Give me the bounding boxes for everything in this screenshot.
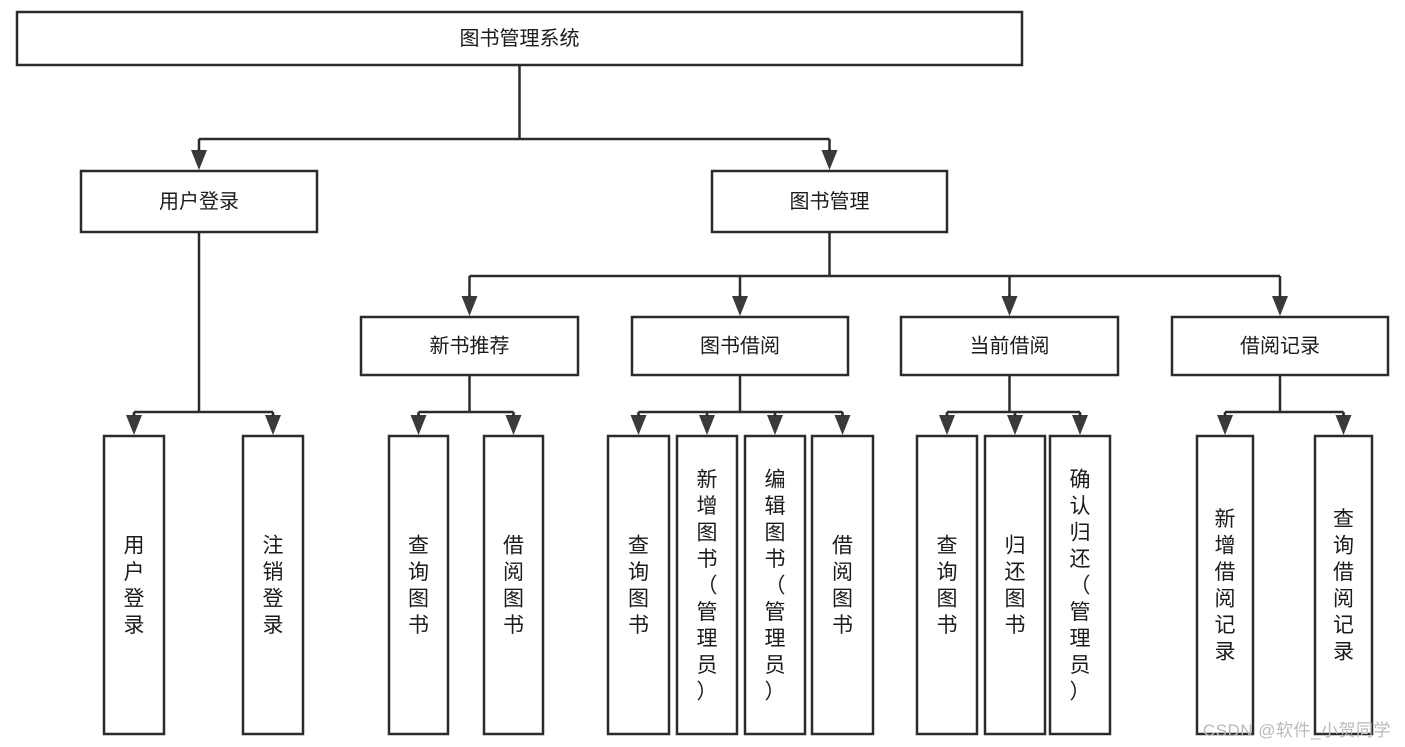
arrow-head-icon (505, 415, 522, 435)
level3-node-1-box[interactable] (630, 315, 850, 377)
leaf-node-5-label: 新增图书（管理员） (697, 468, 718, 703)
arrow-head-icon (265, 415, 281, 435)
leaf-node-6[interactable]: 编辑图书（管理员） (743, 434, 807, 736)
leaf-node-8-label: 查询图书 (937, 535, 958, 638)
leaf-node-2-box[interactable] (387, 434, 450, 736)
connectors-layer (126, 65, 1352, 435)
leaf-node-9-label: 归还图书 (1005, 535, 1026, 638)
arrow-head-icon (1272, 296, 1288, 316)
arrow-head-icon (461, 296, 478, 316)
arrow-head-icon (1072, 415, 1088, 435)
root-node-system-label: 图书管理系统 (460, 27, 580, 50)
leaf-node-0-box[interactable] (102, 434, 166, 736)
leaf-node-4-box[interactable] (606, 434, 671, 736)
arrow-head-icon (126, 415, 142, 435)
leaf-node-2-label: 查询图书 (408, 535, 429, 638)
level2-node-1[interactable]: 图书管理 (710, 169, 949, 234)
level2-node-1-box[interactable] (710, 169, 949, 234)
leaf-node-3-box[interactable] (482, 434, 545, 736)
leaf-node-8-box[interactable] (915, 434, 979, 736)
arrow-head-icon (630, 415, 647, 435)
leaf-node-3[interactable]: 借阅图书 (482, 434, 545, 736)
leaf-node-11-label: 新增借阅记录 (1215, 508, 1236, 664)
level2-node-1-label: 图书管理 (790, 190, 870, 213)
arrow-head-icon (732, 296, 748, 316)
arrow-head-icon (821, 150, 838, 170)
leaf-node-7-box[interactable] (810, 434, 875, 736)
arrow-head-icon (1001, 296, 1018, 316)
leaf-node-11[interactable]: 新增借阅记录 (1195, 434, 1255, 736)
leaf-node-10-box[interactable] (1048, 434, 1112, 736)
arrow-head-icon (939, 415, 955, 435)
arrow-head-icon (191, 150, 207, 170)
leaf-node-10[interactable]: 确认归还（管理员） (1048, 434, 1112, 736)
leaf-node-12[interactable]: 查询借阅记录 (1313, 434, 1374, 736)
leaf-node-11-box[interactable] (1195, 434, 1255, 736)
arrow-head-icon (767, 415, 783, 435)
leaf-node-1-label: 注销登录 (263, 535, 284, 638)
level3-node-3-label: 借阅记录 (1240, 334, 1320, 357)
leaf-node-3-label: 借阅图书 (503, 535, 524, 638)
arrow-head-icon (834, 415, 851, 435)
leaf-node-1[interactable]: 注销登录 (241, 434, 305, 736)
leaf-node-4[interactable]: 查询图书 (606, 434, 671, 736)
leaf-node-7-label: 借阅图书 (832, 535, 853, 638)
level3-node-3[interactable]: 借阅记录 (1170, 315, 1390, 377)
leaf-node-9-box[interactable] (983, 434, 1047, 736)
level2-node-0-label: 用户登录 (159, 190, 239, 213)
root-node-system-box[interactable] (15, 10, 1024, 67)
nodes-layer: 图书管理系统用户登录图书管理新书推荐图书借阅当前借阅借阅记录用户登录注销登录查询… (15, 10, 1390, 736)
leaf-node-6-label: 编辑图书（管理员） (765, 468, 786, 703)
arrow-head-icon (1217, 415, 1233, 435)
arrow-head-icon (1335, 415, 1352, 435)
level3-node-1[interactable]: 图书借阅 (630, 315, 850, 377)
leaf-node-0[interactable]: 用户登录 (102, 434, 166, 736)
leaf-node-5[interactable]: 新增图书（管理员） (675, 434, 739, 736)
leaf-node-1-box[interactable] (241, 434, 305, 736)
arrow-head-icon (699, 415, 715, 435)
root-node-system[interactable]: 图书管理系统 (15, 10, 1024, 67)
leaf-node-12-box[interactable] (1313, 434, 1374, 736)
level3-node-2-label: 当前借阅 (970, 334, 1050, 357)
leaf-node-6-box[interactable] (743, 434, 807, 736)
level2-node-0-box[interactable] (79, 169, 319, 234)
level2-node-0[interactable]: 用户登录 (79, 169, 319, 234)
leaf-node-7[interactable]: 借阅图书 (810, 434, 875, 736)
leaf-node-8[interactable]: 查询图书 (915, 434, 979, 736)
level3-node-2-box[interactable] (899, 315, 1120, 377)
level3-node-0-box[interactable] (359, 315, 580, 377)
leaf-node-5-box[interactable] (675, 434, 739, 736)
level3-node-2[interactable]: 当前借阅 (899, 315, 1120, 377)
leaf-node-0-label: 用户登录 (124, 535, 145, 638)
level3-node-1-label: 图书借阅 (700, 334, 780, 357)
arrow-head-icon (410, 415, 427, 435)
arrow-head-icon (1007, 415, 1023, 435)
leaf-node-12-label: 查询借阅记录 (1333, 508, 1354, 664)
leaf-node-9[interactable]: 归还图书 (983, 434, 1047, 736)
watermark-text: CSDN @软件_小贺同学 (1202, 721, 1391, 740)
leaf-node-10-label: 确认归还（管理员） (1070, 468, 1091, 703)
level3-node-3-box[interactable] (1170, 315, 1390, 377)
level3-node-0-label: 新书推荐 (430, 334, 510, 357)
leaf-node-2[interactable]: 查询图书 (387, 434, 450, 736)
level3-node-0[interactable]: 新书推荐 (359, 315, 580, 377)
leaf-node-4-label: 查询图书 (628, 535, 649, 638)
